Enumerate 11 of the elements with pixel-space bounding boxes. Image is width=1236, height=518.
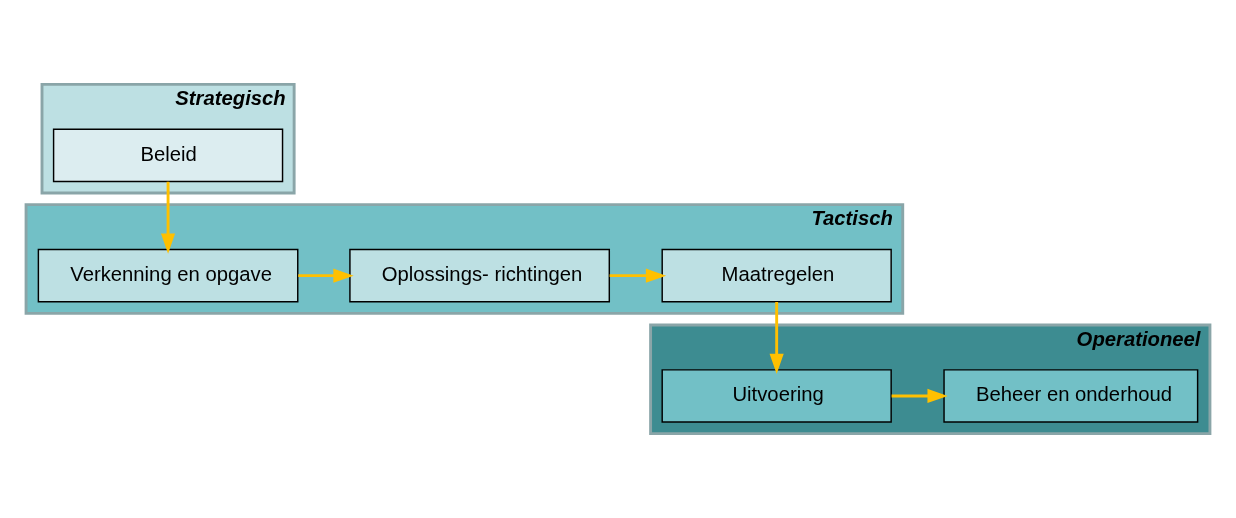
node-box: Verkenning en opgave <box>37 248 299 303</box>
arrow <box>160 181 176 254</box>
arrow <box>298 268 354 283</box>
arrow <box>769 302 784 375</box>
node-box: Uitvoering <box>661 369 892 423</box>
node-box: Maatregelen <box>661 248 892 303</box>
node-box: Beleid <box>52 128 284 183</box>
node-box: Oplossings- richtingen <box>349 248 611 303</box>
arrow <box>891 388 948 404</box>
arrow <box>609 268 667 283</box>
node-box: Beheer en onderhoud <box>943 369 1199 423</box>
